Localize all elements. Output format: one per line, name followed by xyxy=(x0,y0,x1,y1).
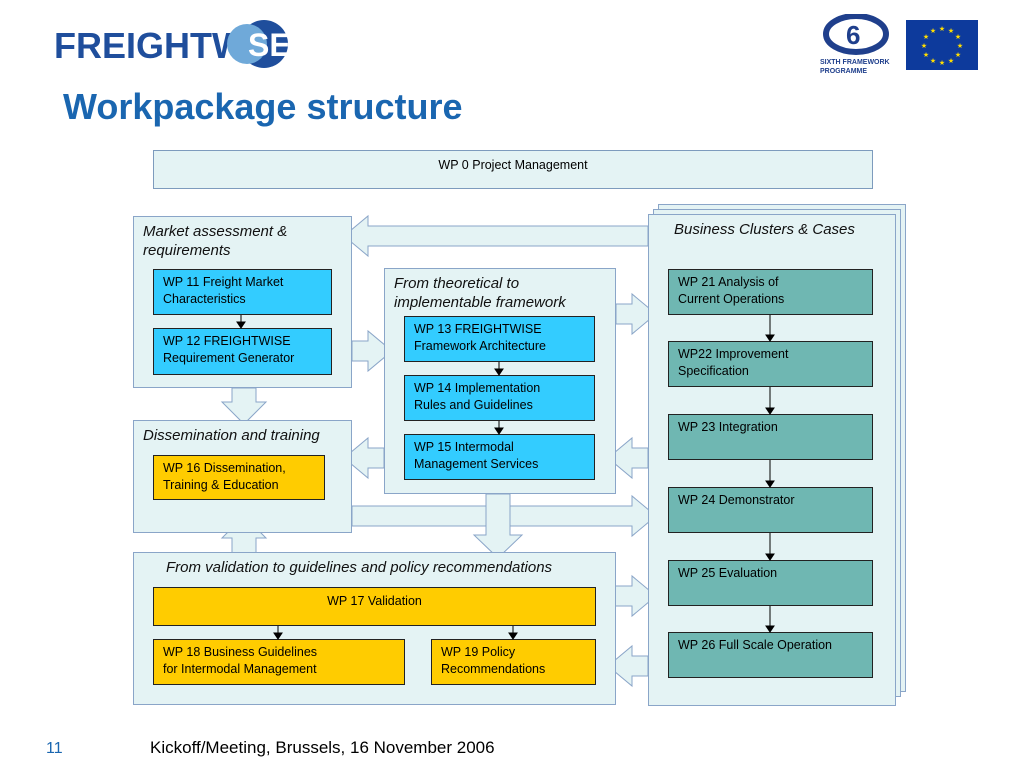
arrow-business-to-framework xyxy=(607,436,649,480)
eu-flag-icon: ★★★ ★★★ ★★★ ★★★ xyxy=(906,20,978,70)
freightwise-logo: FREIGHTW SE xyxy=(52,20,291,68)
wp24-box: WP 24 Demonstrator xyxy=(668,487,873,533)
wp14-box: WP 14 Implementation Rules and Guideline… xyxy=(404,375,595,421)
wp0-label: WP 0 Project Management xyxy=(438,158,588,172)
wp15-box: WP 15 Intermodal Management Services xyxy=(404,434,595,480)
wp25-box: WP 25 Evaluation xyxy=(668,560,873,606)
svg-text:★: ★ xyxy=(930,27,936,35)
wp19-box: WP 19 Policy Recommendations xyxy=(431,639,596,685)
fp6-logo: 6 SIXTH FRAMEWORK PROGRAMME xyxy=(820,14,890,75)
svg-text:FREIGHTW: FREIGHTW xyxy=(54,25,246,66)
wp13-box: WP 13 FREIGHTWISE Framework Architecture xyxy=(404,316,595,362)
svg-text:SE: SE xyxy=(248,27,291,63)
wp0-project-management: WP 0 Project Management xyxy=(153,150,873,189)
wp26-box: WP 26 Full Scale Operation xyxy=(668,632,873,678)
wp12-box: WP 12 FREIGHTWISE Requirement Generator xyxy=(153,328,332,375)
arrow-business-to-validation xyxy=(607,644,649,688)
svg-text:★: ★ xyxy=(948,27,954,35)
wp16-box: WP 16 Dissemination, Training & Educatio… xyxy=(153,455,325,500)
dissemination-panel-title: Dissemination and training xyxy=(143,427,320,444)
wp21-box: WP 21 Analysis of Current Operations xyxy=(668,269,873,315)
svg-text:★: ★ xyxy=(955,33,961,41)
wp11-box: WP 11 Freight Market Characteristics xyxy=(153,269,332,315)
svg-text:★: ★ xyxy=(957,42,963,50)
arrow-business-to-market xyxy=(343,214,649,258)
arrow-market-to-framework xyxy=(351,329,393,373)
arrow-framework-to-validation xyxy=(472,493,524,559)
svg-text:★: ★ xyxy=(923,51,929,59)
framework-panel-title: From theoretical to implementable framew… xyxy=(394,275,566,311)
svg-text:PROGRAMME: PROGRAMME xyxy=(820,68,867,75)
svg-text:★: ★ xyxy=(939,59,945,67)
market-panel-title: Market assessment & requirements xyxy=(143,223,288,259)
svg-text:★: ★ xyxy=(939,25,945,33)
svg-text:★: ★ xyxy=(948,57,954,65)
page-number: 11 xyxy=(46,740,63,757)
arrow-market-to-dissemination xyxy=(220,387,268,425)
svg-text:★: ★ xyxy=(930,57,936,65)
wp23-box: WP 23 Integration xyxy=(668,414,873,460)
svg-text:★: ★ xyxy=(921,42,927,50)
svg-text:★: ★ xyxy=(955,51,961,59)
wp18-box: WP 18 Business Guidelines for Intermodal… xyxy=(153,639,405,685)
page-title: Workpackage structure xyxy=(63,86,463,127)
business-panel-title: Business Clusters & Cases xyxy=(674,221,855,238)
wp17-box: WP 17 Validation xyxy=(153,587,596,626)
wp22-box: WP22 Improvement Specification xyxy=(668,341,873,387)
svg-text:SIXTH FRAMEWORK: SIXTH FRAMEWORK xyxy=(820,59,890,66)
svg-text:6: 6 xyxy=(846,20,860,50)
validation-panel-title: From validation to guidelines and policy… xyxy=(166,559,553,576)
arrow-framework-to-business xyxy=(615,292,657,336)
arrow-framework-to-dissemination xyxy=(343,436,385,480)
footer-text: Kickoff/Meeting, Brussels, 16 November 2… xyxy=(150,738,495,757)
svg-text:★: ★ xyxy=(923,33,929,41)
